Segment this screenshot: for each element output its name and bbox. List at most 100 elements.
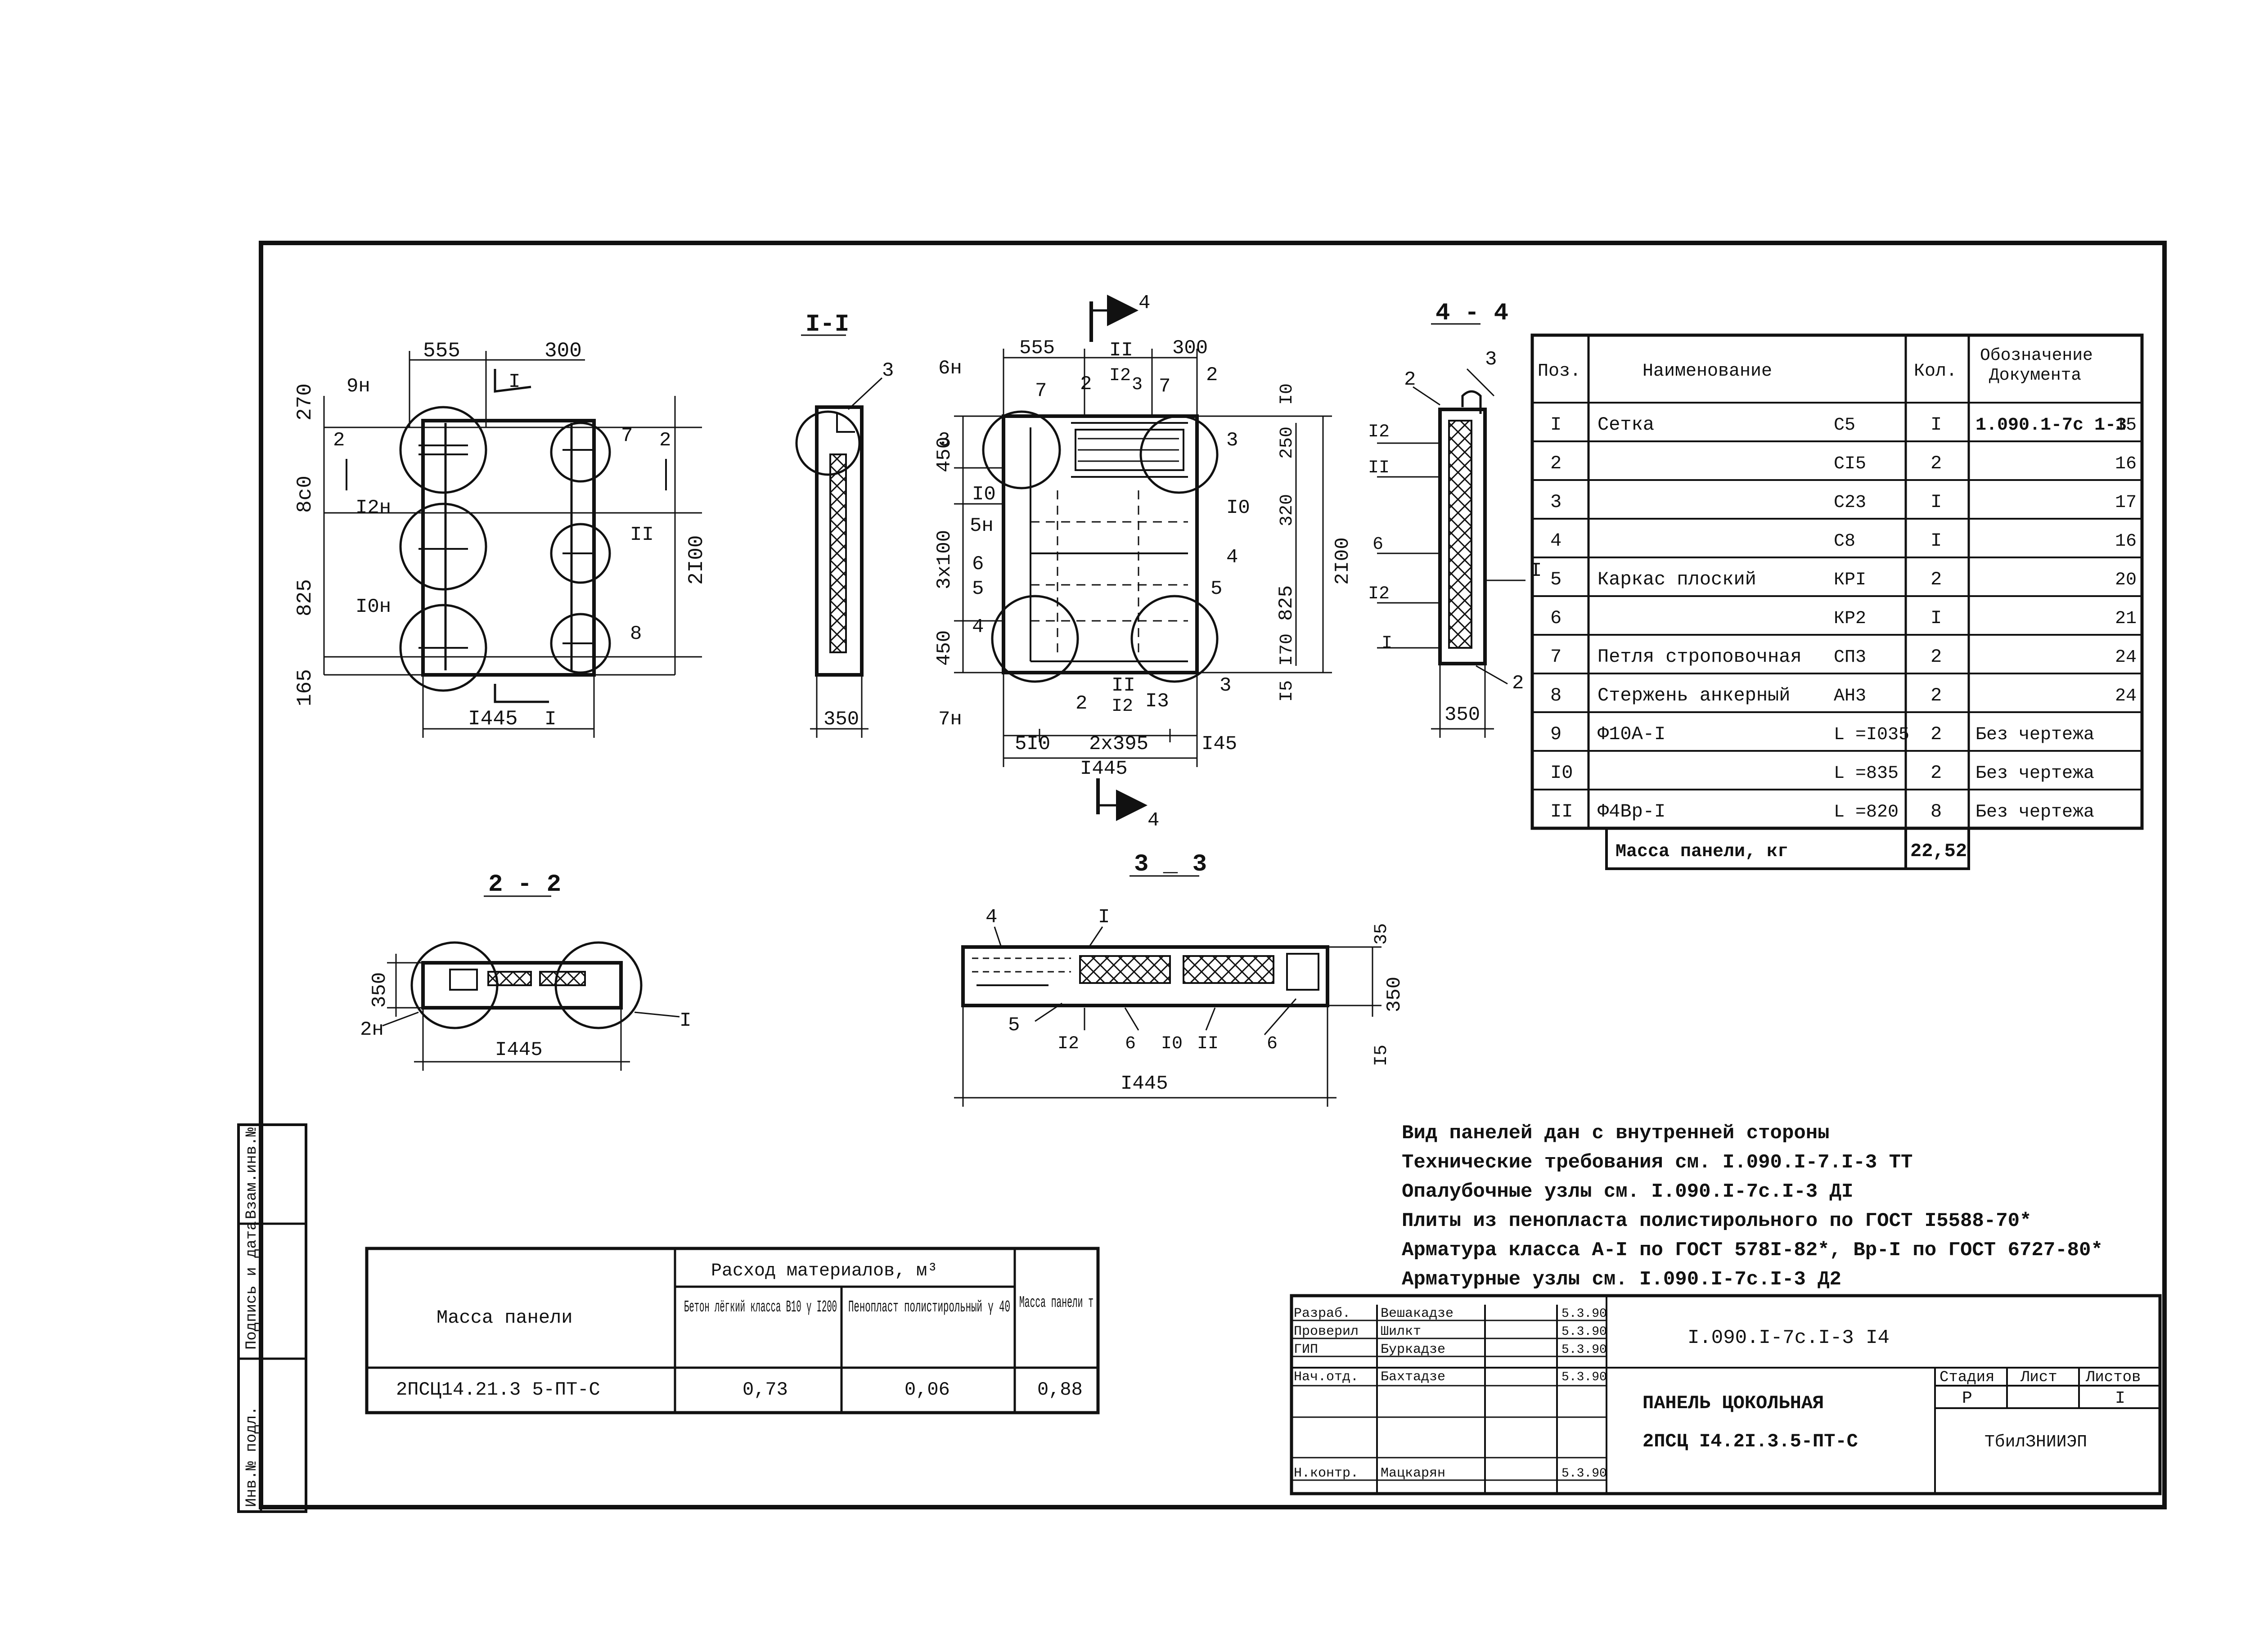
- materials-row-concrete: 0,73: [742, 1379, 788, 1401]
- spec-row-doc: Без чертежа: [1976, 802, 2094, 822]
- dim-800: 8c0: [293, 476, 317, 513]
- spec-header-pos: Поз.: [1538, 361, 1581, 382]
- main-mark-11a: II: [1109, 339, 1133, 362]
- spec-row-pos: 2: [1550, 453, 1562, 474]
- spec-row-qty: I: [1930, 607, 1942, 629]
- title-date: 5.3.90: [1562, 1325, 1607, 1339]
- main-mark-3c: 3: [1220, 674, 1231, 697]
- main-dim-1445: I445: [1080, 758, 1128, 780]
- main-mark-7: 7: [1035, 380, 1047, 402]
- title-stage-value: Р: [1962, 1389, 1972, 1408]
- spec-row-sheet: 16: [2115, 454, 2137, 474]
- spec-row-mark: КРI: [1834, 570, 1866, 590]
- section-3-3: 3 _ 3 4 I 5 I2 6 I0 II 6 350 35 I5 I445: [954, 851, 1406, 1107]
- spec-row-sheet: 17: [2115, 493, 2137, 513]
- spec-row-mark: С8: [1834, 531, 1855, 552]
- s44-mark-3: 3: [1485, 348, 1497, 371]
- spec-row-name: Ф10А-I: [1598, 723, 1665, 745]
- cut-4-top: 4: [1138, 292, 1150, 314]
- cut-4-bottom: 4: [1148, 809, 1159, 832]
- title-sheets-label: Листов: [2085, 1369, 2141, 1386]
- main-mark-7n: 7н: [938, 708, 962, 731]
- main-mark-4-left: 4: [972, 616, 984, 638]
- spec-row-mark: АН3: [1834, 686, 1866, 706]
- spec-row-pos: I0: [1550, 762, 1573, 784]
- title-organization: ТбилЗНИИЭП: [1984, 1432, 2087, 1452]
- spec-row-sheet: 24: [2115, 686, 2137, 706]
- spec-row-qty: 2: [1930, 723, 1942, 745]
- s44-mark-2b: 2: [1512, 672, 1524, 695]
- side-stamp: Инв.№ подл. Подпись и дата Взам.инв.№: [237, 1123, 307, 1513]
- spec-row-sheet: 20: [2115, 570, 2137, 590]
- title-block: I.090.I-7с.I-3 I4 ПАНЕЛЬ ЦОКОЛЬНАЯ 2ПСЦ …: [1290, 1294, 2162, 1495]
- cut-mark-top: I: [508, 371, 520, 393]
- spec-row-mark: С23: [1834, 493, 1866, 513]
- stamp-inv-original: Инв.№ подл.: [243, 1406, 261, 1507]
- main-mark-3-left: 3: [938, 429, 950, 452]
- cut-mark-bottom: I: [544, 708, 556, 731]
- main-mark-6n: 6н: [938, 357, 962, 380]
- s22-mark-I: I: [680, 1010, 691, 1032]
- main-mark-7b: 7: [1159, 375, 1170, 398]
- spec-mass-label: Масса панели, кг: [1616, 842, 1788, 862]
- s33-dim-350: 350: [1383, 977, 1406, 1012]
- spec-row-sheet: 15: [2115, 415, 2137, 435]
- main-dim-300: 300: [1172, 337, 1208, 359]
- spec-row-name: Стержень анкерный: [1598, 685, 1790, 706]
- spec-row-mark: СП3: [1834, 647, 1866, 668]
- panel-reinforcement-view: 555 300 450 3x100 450 5I0 2x395 I45 I445…: [933, 292, 1354, 832]
- spec-row-pos: 4: [1550, 530, 1562, 552]
- main-dim-250: 250: [1277, 426, 1297, 459]
- dim-555: 555: [423, 339, 460, 363]
- s33-dim-35: 35: [1372, 923, 1392, 945]
- note-6: Арматурные узлы см. I.090.I-7с.I-3 Д2: [1402, 1268, 1841, 1291]
- main-mark-12a: I2: [1109, 366, 1131, 386]
- section-1-1-mark-3: 3: [882, 359, 894, 382]
- spec-row-mark: КР2: [1834, 609, 1866, 629]
- mark-10n: I0н: [356, 596, 391, 618]
- section-1-1-label: I-I: [806, 311, 849, 338]
- dim-1445: I445: [468, 707, 518, 731]
- title-sheet-label: Лист: [2020, 1369, 2057, 1386]
- main-dim-510: 5I0: [1015, 733, 1050, 755]
- mark-11: II: [630, 524, 654, 546]
- title-date: 5.3.90: [1562, 1343, 1607, 1357]
- spec-row-qty: 2: [1930, 685, 1942, 706]
- s44-mark-11: II: [1368, 458, 1390, 478]
- materials-row-weight: 0,88: [1037, 1379, 1083, 1401]
- spec-row-mark: С5: [1834, 415, 1855, 435]
- main-mark-10-left: I0: [972, 483, 996, 506]
- title-name-1: ПАНЕЛЬ ЦОКОЛЬНАЯ: [1642, 1392, 1824, 1414]
- section-1-1-dim-350: 350: [824, 708, 859, 731]
- panel-elevation: 555 300 270 8c0 825 165 2I00 I445 9н I2н…: [293, 339, 708, 738]
- s44-dim-350: 350: [1444, 704, 1480, 726]
- title-date: 5.3.90: [1562, 1307, 1607, 1321]
- materials-col-foam: Пенопласт полистирольный γ 40: [848, 1298, 1010, 1316]
- title-person: Буркадзе: [1381, 1342, 1445, 1357]
- section-3-3-label: 3 _ 3: [1134, 851, 1207, 878]
- main-mark-3a: 3: [1132, 375, 1143, 395]
- section-4-4: 4 - 4 2 3 I2 II 6 I2 I I 2 350: [1368, 300, 1542, 738]
- s33-mark-4: 4: [986, 906, 997, 929]
- spec-row-pos: 9: [1550, 723, 1562, 745]
- materials-table: Масса панели Расход материалов, м³ Бетон…: [365, 1247, 1100, 1414]
- main-mark-5: 5: [972, 578, 984, 600]
- dim-825: 825: [293, 579, 317, 616]
- main-mark-12b: I2: [1112, 696, 1133, 717]
- spec-row-qty: 2: [1930, 453, 1942, 474]
- title-date: 5.3.90: [1562, 1370, 1607, 1384]
- spec-row-mark: СI5: [1834, 454, 1866, 474]
- spec-row-pos: 7: [1550, 646, 1562, 668]
- main-mark-13: I3: [1145, 690, 1169, 713]
- spec-row-qty: I: [1930, 491, 1942, 513]
- main-dim-450-top: 450: [933, 437, 956, 472]
- mark-9n: 9н: [346, 375, 370, 398]
- spec-row-sheet: 21: [2115, 609, 2137, 629]
- s22-dim-1445: I445: [495, 1039, 543, 1061]
- stamp-signature-date: Подпись и дата: [243, 1221, 261, 1350]
- dim-2100: 2I00: [685, 535, 708, 585]
- title-stage-label: Стадия: [1940, 1369, 1994, 1386]
- sheet-frame: [259, 241, 2167, 1509]
